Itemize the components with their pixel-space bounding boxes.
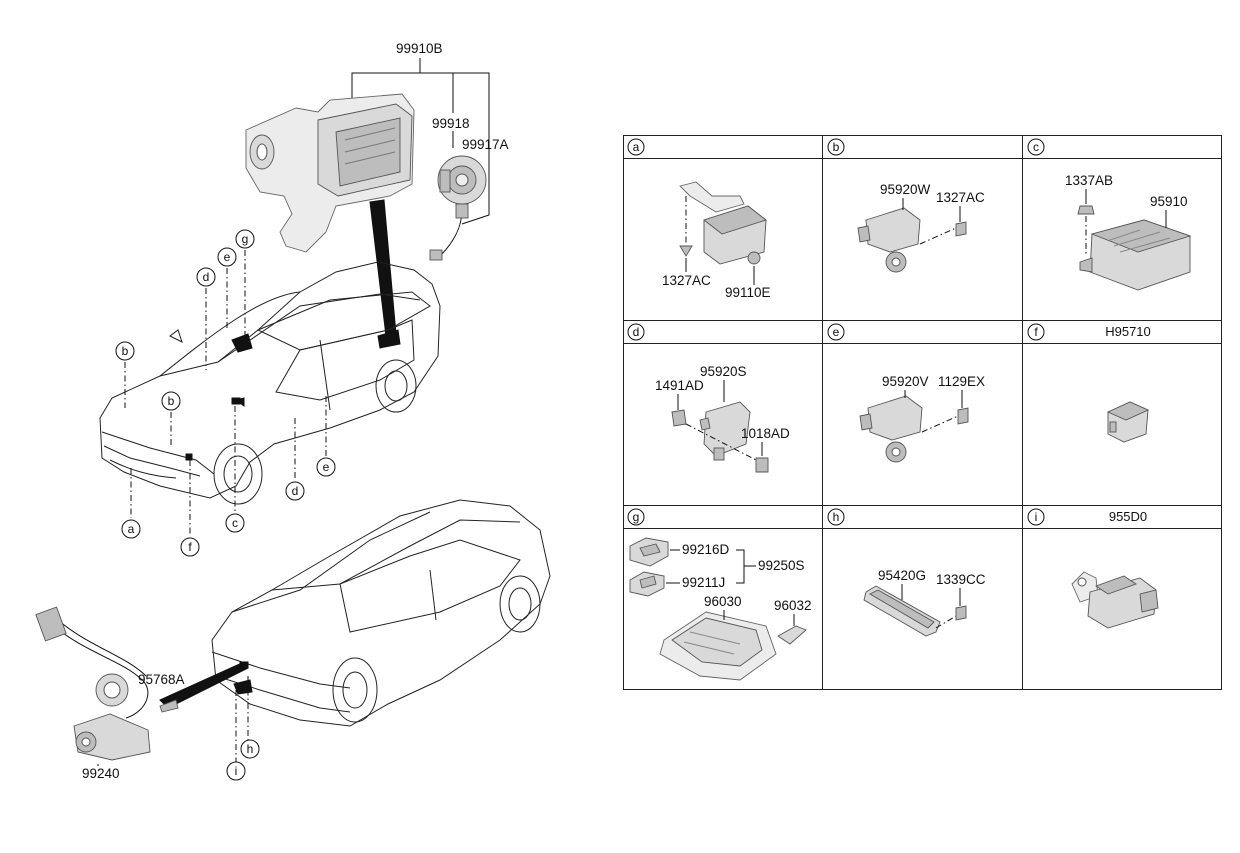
- label-99917A: 99917A: [462, 137, 509, 152]
- svg-text:d: d: [203, 270, 210, 284]
- svg-text:f: f: [188, 540, 192, 554]
- svg-text:d: d: [633, 325, 640, 339]
- cell-a-header: a: [627, 138, 645, 156]
- sensor-95920W: [865, 207, 921, 253]
- svg-text:g: g: [633, 510, 640, 524]
- front-module-g: [231, 333, 253, 353]
- svg-text:h: h: [833, 510, 840, 524]
- svg-text:d: d: [292, 484, 299, 498]
- svg-text:96032: 96032: [774, 598, 812, 613]
- callout-c-1: [225, 513, 245, 533]
- cell-b-header: b: [827, 138, 845, 156]
- callout-d-2: [285, 481, 305, 501]
- sensor-95920S: [703, 401, 751, 457]
- svg-text:b: b: [168, 394, 175, 408]
- svg-text:1129EX: 1129EX: [938, 374, 985, 389]
- callout-e-1: [217, 247, 237, 267]
- callout-b-1: [115, 341, 135, 361]
- svg-text:g: g: [242, 232, 249, 246]
- svg-text:a: a: [128, 522, 135, 536]
- svg-text:1337AB: 1337AB: [1065, 173, 1113, 188]
- leader-99910B: [351, 72, 490, 225]
- detail-table: a b c d e f H95710 g h: [623, 135, 1222, 690]
- cell-a-content: 1327AC 99110E: [662, 181, 771, 300]
- svg-text:h: h: [247, 742, 254, 756]
- svg-text:95920V: 95920V: [882, 374, 929, 389]
- svg-text:99211J: 99211J: [682, 575, 725, 590]
- svg-text:95920S: 95920S: [700, 364, 747, 379]
- svg-text:1339CC: 1339CC: [936, 572, 986, 587]
- cell-g-content: 99216D 99211J 99250S 96030 96032: [629, 537, 812, 681]
- callout-h-1: [240, 739, 260, 759]
- callout-e-2: [316, 457, 336, 477]
- svg-text:i: i: [235, 764, 238, 778]
- cover-96032: [777, 625, 807, 645]
- callout-b-2: [161, 391, 181, 411]
- callout-i-1: [226, 761, 246, 781]
- front-callout-leaders: [124, 250, 327, 536]
- svg-text:99216D: 99216D: [682, 542, 730, 557]
- front-callouts: b b d e g a f c d e: [115, 229, 336, 557]
- label-99910B: 99910B: [396, 41, 443, 56]
- svg-text:e: e: [224, 250, 231, 264]
- module-assembly: 99910B 99918 99917A: [245, 41, 509, 337]
- svg-text:b: b: [833, 140, 840, 154]
- cell-i-content: [1071, 571, 1159, 629]
- cell-d-content: 1491AD 95920S 1018AD: [655, 364, 790, 473]
- svg-text:1018AD: 1018AD: [741, 426, 790, 441]
- svg-text:e: e: [833, 325, 840, 339]
- svg-text:c: c: [232, 516, 238, 530]
- front-module-unit: [377, 329, 401, 349]
- cell-d-header: d: [627, 323, 645, 341]
- camera-harness: [51, 623, 149, 719]
- cell-f-title: H95710: [1105, 324, 1151, 339]
- cell-f-header: f H95710: [1027, 323, 1151, 341]
- svg-text:95920W: 95920W: [880, 182, 931, 197]
- cell-i-header: i 955D0: [1027, 508, 1147, 526]
- cell-h-header: h: [827, 508, 845, 526]
- label-99918: 99918: [432, 116, 470, 131]
- svg-text:95910: 95910: [1150, 194, 1188, 209]
- svg-text:95420G: 95420G: [878, 568, 926, 583]
- callout-d-1: [196, 267, 216, 287]
- cell-g-header: g: [627, 508, 645, 526]
- svg-text:96030: 96030: [704, 594, 742, 609]
- svg-text:i: i: [1035, 510, 1038, 524]
- svg-text:99250S: 99250S: [758, 558, 805, 573]
- svg-text:f: f: [1034, 325, 1038, 339]
- connecting-strap: [369, 199, 397, 337]
- cell-f-content: [1106, 401, 1150, 443]
- front-car-illustration: [99, 261, 441, 505]
- svg-text:1327AC: 1327AC: [662, 273, 711, 288]
- svg-text:1491AD: 1491AD: [655, 378, 704, 393]
- svg-text:c: c: [1033, 140, 1039, 154]
- cell-h-content: 95420G 1339CC: [863, 568, 986, 637]
- cell-c-header: c: [1027, 138, 1045, 156]
- label-99240: 99240: [82, 766, 120, 781]
- svg-text:99110E: 99110E: [725, 285, 771, 300]
- callout-a-1: [121, 519, 141, 539]
- callout-f-1: [180, 537, 200, 557]
- svg-text:1327AC: 1327AC: [936, 190, 985, 205]
- rear-car-illustration: [211, 499, 551, 727]
- cell-e-content: 95920V 1129EX: [859, 374, 985, 463]
- rear-camera-assembly: 95768A 99240: [35, 606, 185, 781]
- label-95768A: 95768A: [138, 672, 185, 687]
- cell-i-title: 955D0: [1109, 509, 1147, 524]
- callout-g-1: [235, 229, 255, 249]
- cell-c-content: 1337AB 95910: [1065, 173, 1192, 291]
- sensor-95920V: [867, 395, 923, 441]
- cell-e-header: e: [827, 323, 845, 341]
- svg-text:a: a: [633, 140, 640, 154]
- cell-b-content: 95920W 1327AC: [857, 182, 985, 273]
- svg-text:e: e: [323, 460, 330, 474]
- rear-callouts: h i: [226, 739, 260, 781]
- svg-text:b: b: [122, 344, 129, 358]
